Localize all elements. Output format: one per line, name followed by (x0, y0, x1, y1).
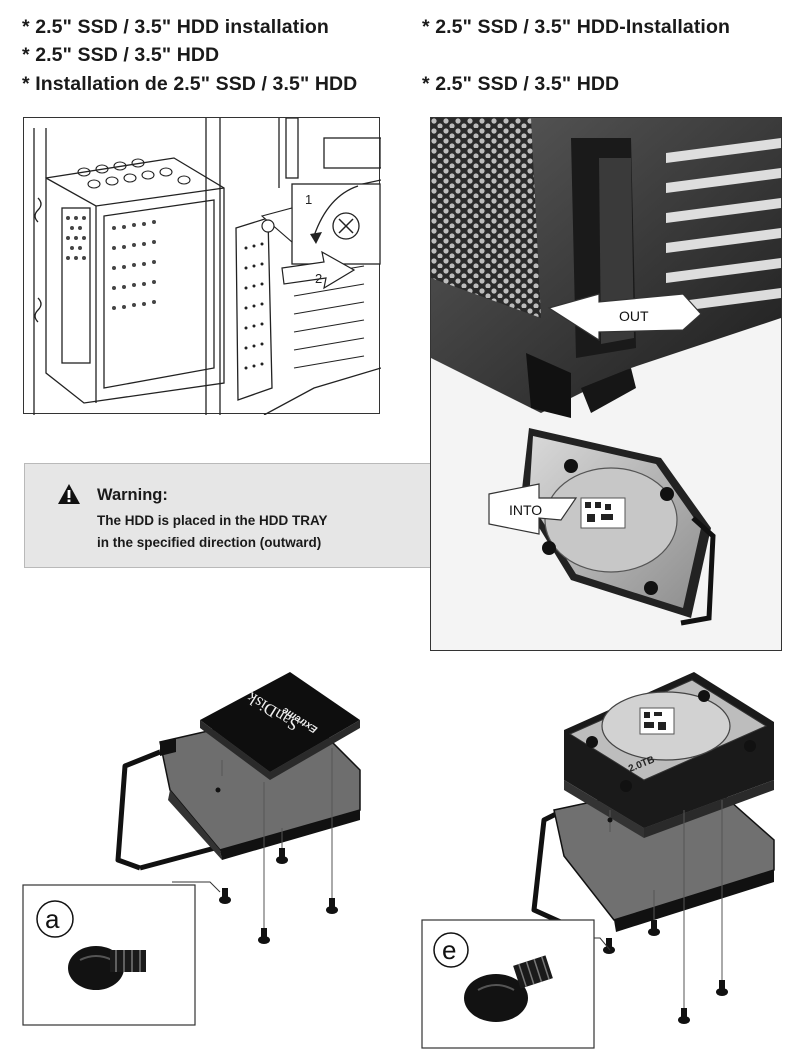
case-photo: OUT INTO (431, 118, 781, 650)
warning-line-1: The HDD is placed in the HDD TRAY (97, 513, 328, 528)
header-de: * 2.5" SSD / 3.5" HDD-Installation (422, 16, 730, 38)
warning-title: Warning: (97, 486, 168, 504)
step-2-number: 2 (315, 271, 322, 286)
case-line-drawing: 1 2 (33, 118, 381, 415)
header-en: * 2.5" SSD / 3.5" HDD installation (22, 16, 329, 38)
ssd-mount-illustration: SanDisk Extreme a (22, 672, 361, 1026)
screw-e-label: e (442, 935, 456, 965)
into-label: INTO (509, 502, 542, 518)
warning-line-2: in the specified direction (outward) (97, 535, 322, 550)
photo-frame: OUT INTO (430, 117, 782, 651)
screw-a-label: a (45, 904, 60, 934)
warning-icon (58, 484, 80, 504)
step-1-number: 1 (305, 192, 312, 207)
header-other: * 2.5" SSD / 3.5" HDD (422, 73, 620, 95)
hdd-mount-illustration: 2.0TB e (421, 672, 775, 1049)
out-label: OUT (619, 308, 649, 324)
header-plain: * 2.5" SSD / 3.5" HDD (22, 44, 220, 66)
header-fr: * Installation de 2.5" SSD / 3.5" HDD (22, 73, 358, 95)
warning-box: Warning: The HDD is placed in the HDD TR… (24, 463, 430, 568)
case-diagram-frame: 1 2 (23, 117, 381, 415)
